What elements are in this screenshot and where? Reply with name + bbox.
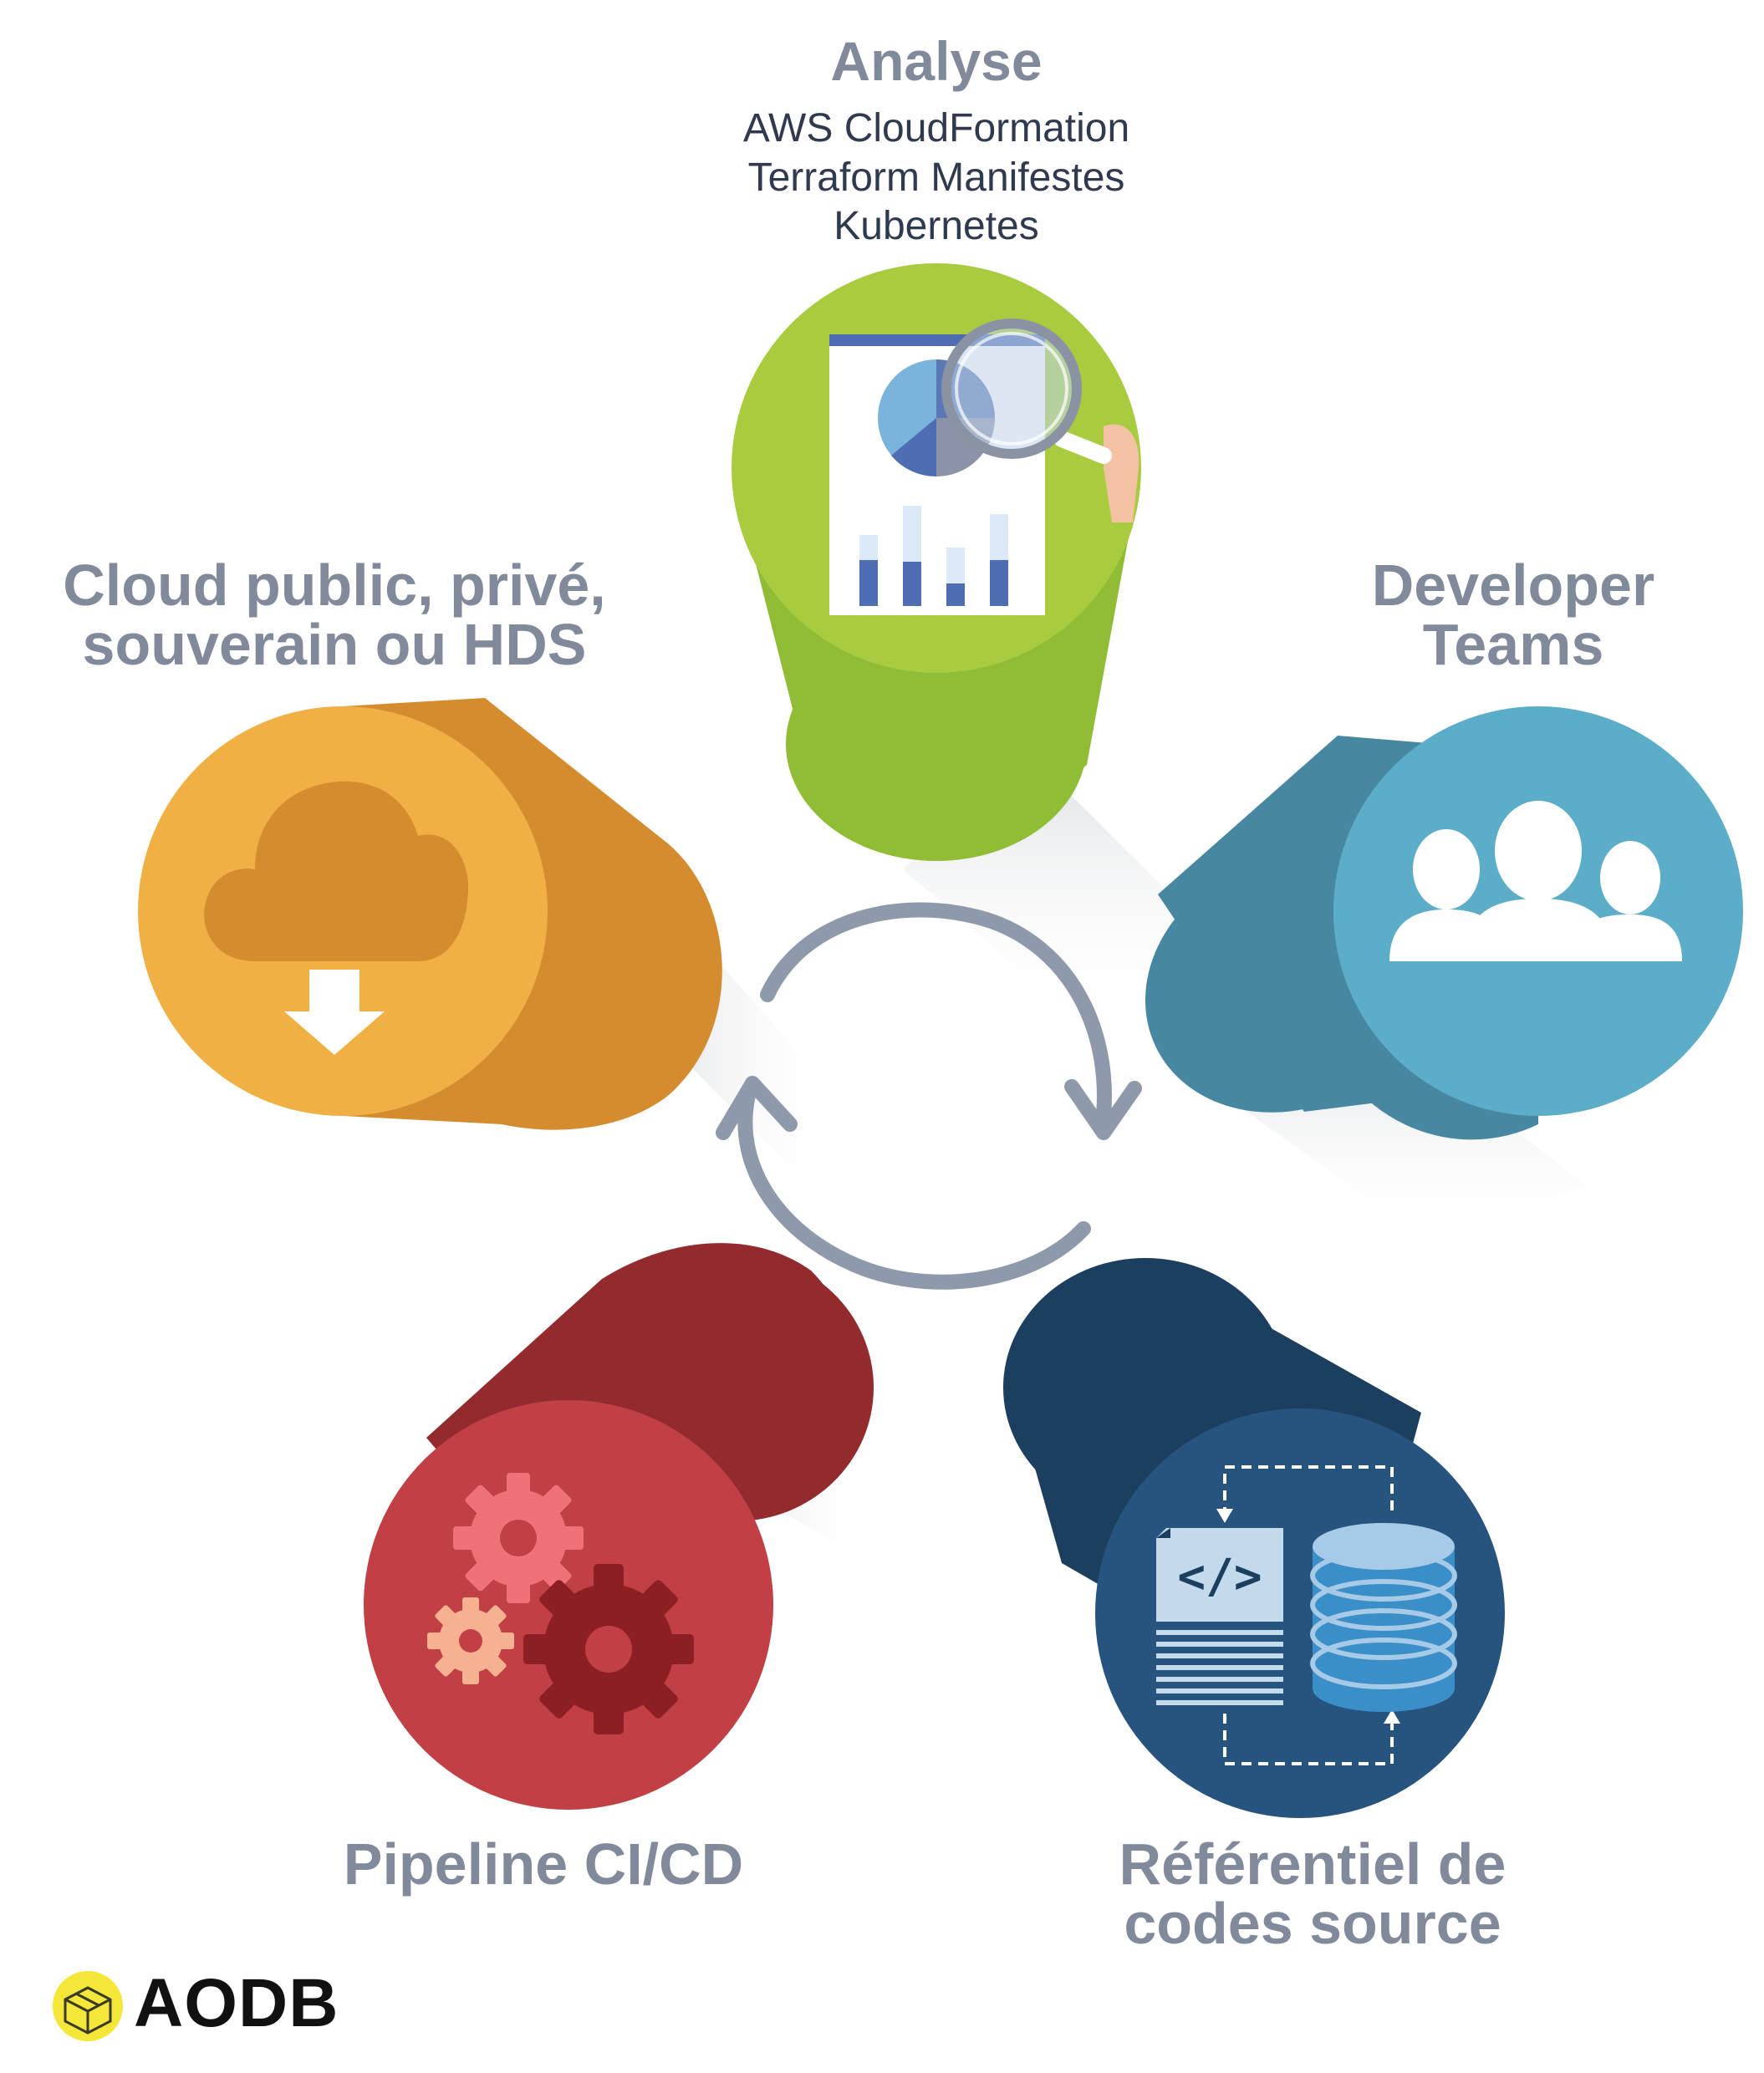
analyse-item-terraform: Terraform Manifestes [686, 154, 1187, 203]
cloud-label: Cloud public, privé, souverain ou HDS [17, 556, 652, 675]
analyse-item-cloudformation: AWS CloudFormation [686, 104, 1187, 154]
analyse-title: Analyse [686, 33, 1187, 89]
analyse-item-kubernetes: Kubernetes [686, 202, 1187, 252]
developer-teams-label: Developer Teams [1304, 556, 1722, 675]
developer-teams-line-2: Teams [1304, 615, 1722, 675]
aodb-logo-badge [53, 1971, 123, 2041]
cloud-line-1: Cloud public, privé, [17, 556, 652, 615]
aodb-logo-text: AODB [134, 1964, 339, 2043]
analyse-label: Analyse AWS CloudFormation Terraform Man… [686, 33, 1187, 252]
code-symbol: </> [1177, 1550, 1262, 1604]
referentiel-label: Référentiel de codes source [1062, 1835, 1563, 1954]
cloud-line-2: souverain ou HDS [17, 615, 652, 675]
referentiel-line-1: Référentiel de [1062, 1835, 1563, 1894]
developer-teams-line-1: Developer [1304, 556, 1722, 615]
referentiel-line-2: codes source [1062, 1894, 1563, 1953]
pipeline-line-1: Pipeline CI/CD [276, 1835, 811, 1894]
pipeline-node [364, 1243, 874, 1810]
developer-teams-node [1102, 706, 1743, 1237]
referentiel-node: </> [1003, 1258, 1505, 1818]
pipeline-label: Pipeline CI/CD [276, 1835, 811, 1894]
